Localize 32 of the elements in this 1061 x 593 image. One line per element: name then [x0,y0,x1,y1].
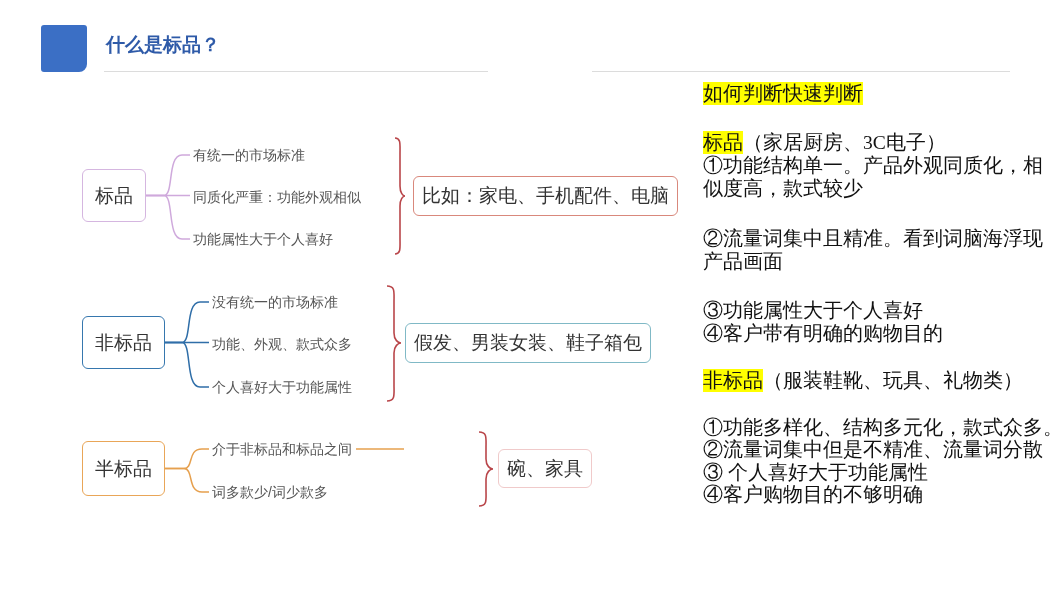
branch-label: 介于非标品和标品之间 [212,440,352,458]
example-box: 比如：家电、手机配件、电脑 [413,176,678,216]
example-box: 假发、男装女装、鞋子箱包 [405,323,651,363]
branch-label: 功能、外观、款式众多 [212,335,352,353]
branch-label: 同质化严重：功能外观相似 [193,188,361,206]
criterion-text: ①功能多样化、结构多元化，款式众多。 [703,415,1061,439]
branch-label: 没有统一的市场标准 [212,293,338,311]
example-box: 碗、家具 [498,449,592,488]
topic-box: 半标品 [82,441,165,496]
criterion-text: ④客户购物目的不够明确 [703,482,923,506]
branch-label: 有统一的市场标准 [193,146,305,164]
branch-line [145,194,191,240]
category-note: （服装鞋靴、玩具、礼物类） [763,368,1023,392]
page-title: 什么是标品？ [106,33,220,57]
branch-label: 词多款少/词少款多 [212,483,328,501]
branch-line [355,448,405,450]
branch-line [164,341,210,388]
topic-box: 标品 [82,169,146,222]
criterion-text: ①功能结构单一。产品外观同质化，相似度高，款式较少 [703,153,1043,200]
criterion-text: ②流量词集中且精准。看到词脑海浮现产品画面 [703,226,1043,273]
criterion-text: ③功能属性大于个人喜好 [703,298,923,322]
highlighted-term: 非标品 [703,368,763,392]
topic-box: 非标品 [82,316,165,369]
category-note: （家居厨房、3C电子） [743,130,946,154]
criterion-text: ②流量词集中但是不精准、流量词分散 [703,438,1043,461]
highlighted-heading: 如何判断快速判断 [703,81,863,105]
highlighted-term: 标品 [703,130,743,154]
criterion-text: ④客户带有明确的购物目的 [703,321,943,345]
criterion-text: ③ 个人喜好大于功能属性 [703,460,928,484]
branch-label: 个人喜好大于功能属性 [212,378,352,396]
branch-line [164,467,210,493]
branch-label: 功能属性大于个人喜好 [193,230,333,248]
